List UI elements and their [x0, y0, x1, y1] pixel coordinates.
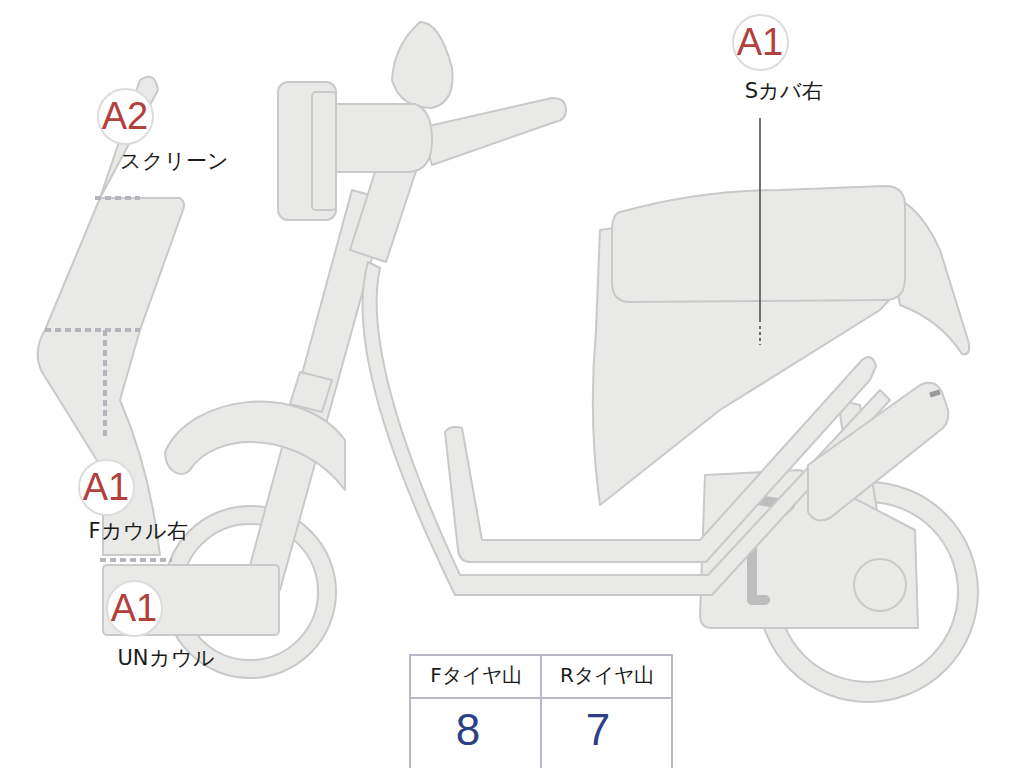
front-fender: [165, 402, 345, 490]
callout-number: A1: [83, 468, 129, 506]
table-cell: Fタイヤ山: [430, 664, 522, 686]
headlight: [278, 82, 336, 220]
leader-line-hidden: [759, 326, 761, 345]
leader-line: [759, 118, 761, 322]
callout-circle: A1: [78, 459, 135, 516]
callout-circle: A1: [106, 580, 163, 637]
front-cowl: [38, 77, 184, 555]
callout-number: A1: [737, 23, 783, 61]
callout-number: A2: [102, 97, 148, 135]
part-name: Fカウル右: [88, 520, 187, 543]
under-cowl: [103, 565, 279, 635]
tyre-table: [410, 655, 672, 768]
handle-cover: [330, 104, 432, 172]
part-name: UNカウル: [117, 647, 214, 670]
handlebar: [420, 98, 566, 165]
part-name: Sカバ右: [745, 80, 823, 103]
callout-circle: A1: [732, 14, 789, 71]
callout-circle: A2: [97, 88, 154, 145]
table-cell: Rタイヤ山: [560, 664, 654, 686]
callout-number: A1: [111, 589, 157, 627]
main-frame: [363, 262, 890, 595]
bolt: [930, 392, 940, 395]
seat: [612, 186, 905, 302]
headlight-rim: [312, 92, 336, 210]
rear-carrier: [808, 383, 948, 521]
panel-divisions: [45, 198, 172, 560]
part-name: スクリーン: [120, 150, 229, 173]
mirror: [392, 22, 453, 108]
axle-hub: [854, 559, 906, 611]
table-cell: 7: [586, 706, 610, 754]
table-cell: 8: [456, 706, 480, 754]
floor-frame: [445, 357, 876, 562]
